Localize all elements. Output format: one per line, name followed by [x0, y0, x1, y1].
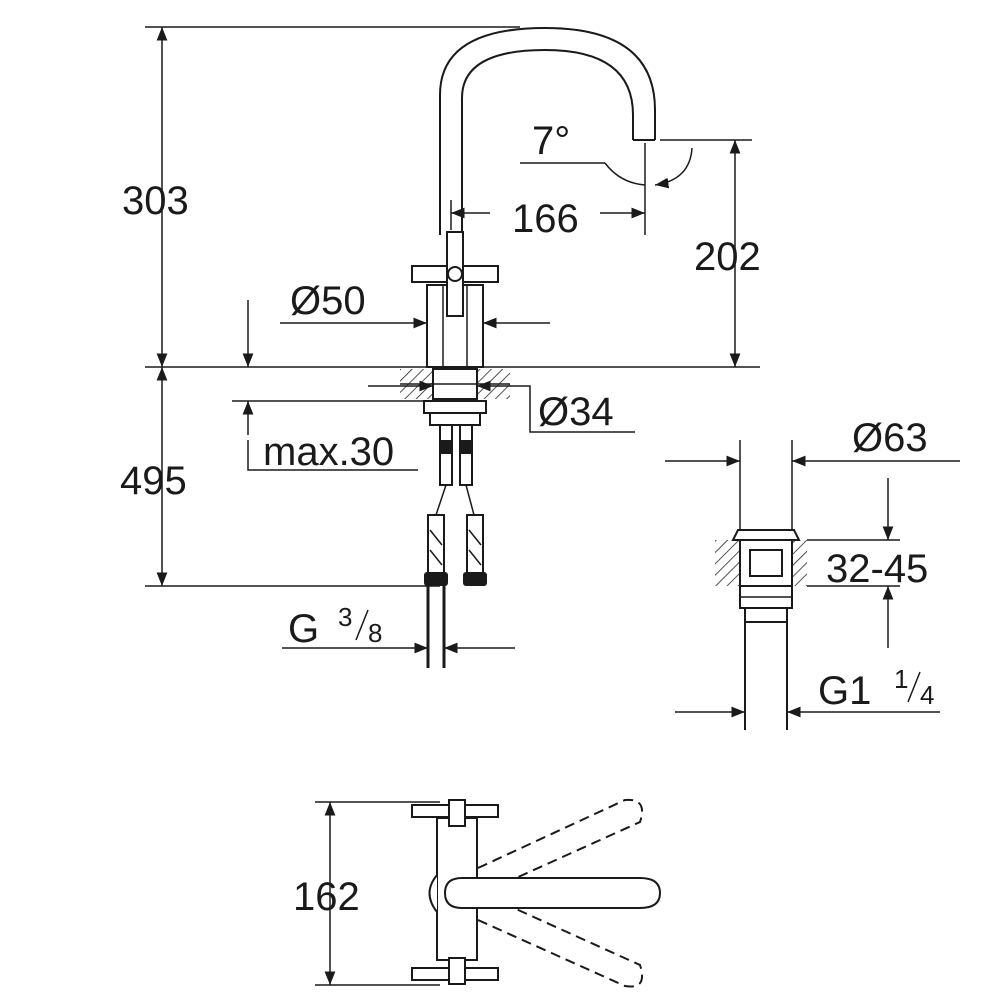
label-waste-diameter: Ø63 — [852, 416, 928, 460]
label-waste-range: 32-45 — [826, 547, 928, 591]
label-waste-thread: G1 — [818, 669, 871, 713]
label-waste-thread-num: 1 — [894, 664, 908, 694]
waste-drain-view — [665, 440, 960, 730]
hose-left — [439, 424, 453, 486]
label-spout-height: 202 — [694, 235, 761, 279]
label-thread-main-num: 3 — [338, 602, 352, 632]
handle-ghost-upper — [477, 798, 644, 893]
faucet-side-view — [400, 26, 656, 586]
waste-cap — [731, 529, 801, 541]
dimension-labels: 303 7° 166 202 Ø50 Ø34 max.30 495 G 3 8 … — [120, 119, 934, 919]
label-handle-span: 162 — [293, 875, 360, 919]
label-height-below: 495 — [120, 459, 187, 503]
label-height-top: 303 — [122, 179, 189, 223]
lever-handle — [443, 877, 662, 909]
label-max-deck: max.30 — [263, 430, 394, 474]
spout-outer — [439, 26, 656, 235]
label-thread-main-den: 8 — [368, 618, 382, 648]
dimension-lines — [145, 26, 760, 668]
label-spout-angle: 7° — [532, 119, 570, 163]
label-reach: 166 — [512, 197, 579, 241]
label-base-diameter: Ø50 — [290, 279, 366, 323]
label-waste-thread-den: 4 — [920, 680, 934, 710]
handle-ghost-lower — [477, 894, 644, 988]
label-hole-diameter: Ø34 — [538, 390, 614, 434]
hose-right — [459, 424, 473, 486]
faucet-top-view — [315, 798, 662, 988]
spout-inner — [461, 48, 634, 235]
label-thread-main: G — [288, 607, 319, 651]
